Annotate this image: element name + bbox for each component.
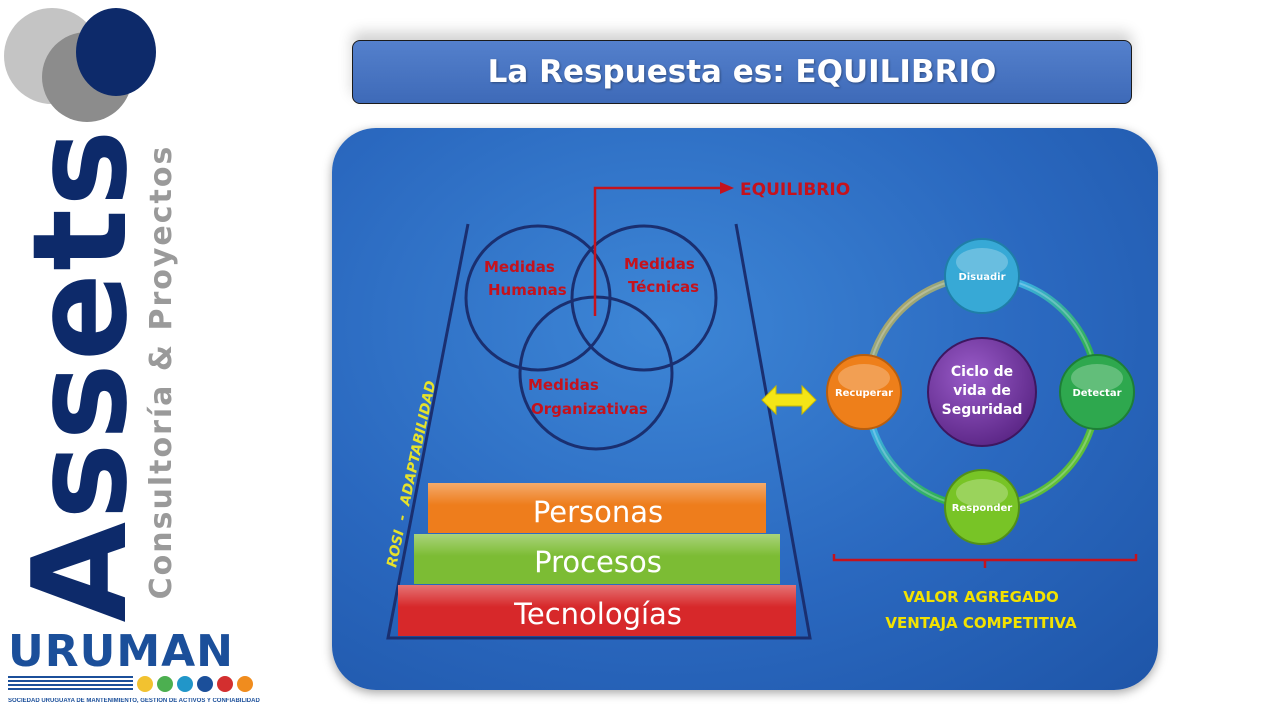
- cycle-center-line3: Seguridad: [942, 402, 1023, 418]
- logo-circle-navy: [76, 8, 156, 96]
- uruman-stripes: [8, 676, 133, 692]
- uruman-service-icon: [217, 676, 233, 692]
- node-responder-label: Responder: [952, 503, 1013, 514]
- equilibrio-arrow: [593, 186, 722, 316]
- venn-circle-organizativas: [518, 295, 674, 451]
- node-recuperar: [826, 354, 902, 430]
- slide-title: La Respuesta es: EQUILIBRIO: [487, 54, 997, 90]
- uruman-subtitle: SOCIEDAD URUGUAYA DE MANTENIMIENTO, GEST…: [8, 698, 260, 704]
- uruman-service-icon: [197, 676, 213, 692]
- layer-tecnologias-label: Tecnologías: [513, 597, 682, 631]
- funnel-outline: [386, 223, 812, 640]
- uruman-service-icon: [237, 676, 253, 692]
- cycle-center-circle: [927, 337, 1037, 447]
- label-tecnicas-2: Técnicas: [628, 278, 699, 296]
- label-humanas-1: Medidas: [484, 258, 555, 276]
- node-disuadir-label: Disuadir: [958, 272, 1005, 283]
- node-disuadir: [944, 238, 1020, 314]
- layer-personas-label: Personas: [533, 495, 663, 529]
- equilibrio-arrowhead: [720, 182, 734, 194]
- slide-title-bar: La Respuesta es: EQUILIBRIO: [352, 40, 1132, 104]
- uruman-service-icon: [137, 676, 153, 692]
- node-detectar-label: Detectar: [1072, 388, 1121, 399]
- diagram-panel: EQUILIBRIO Medidas Humanas Medidas Técni…: [332, 128, 1158, 690]
- uruman-icon-row: [137, 676, 253, 692]
- venn-circle-tecnicas: [570, 224, 718, 372]
- value-line-2: VENTAJA COMPETITIVA: [885, 614, 1077, 632]
- node-recuperar-label: Recuperar: [835, 388, 893, 399]
- node-detectar: [1059, 354, 1135, 430]
- assets-logo: Assets Consultoría & Proyectos: [0, 0, 300, 720]
- assets-brand-text: Assets: [4, 127, 156, 623]
- node-responder: [944, 469, 1020, 545]
- value-line-1: VALOR AGREGADO: [903, 588, 1059, 606]
- uruman-name: URUMAN: [8, 626, 234, 677]
- double-arrow: [761, 384, 817, 416]
- label-tecnicas-1: Medidas: [624, 255, 695, 273]
- cycle-center-line1: Ciclo de: [951, 364, 1013, 380]
- uruman-service-icon: [177, 676, 193, 692]
- label-humanas-2: Humanas: [488, 281, 567, 299]
- label-organizativas-1: Medidas: [528, 376, 599, 394]
- label-organizativas-2: Organizativas: [531, 400, 648, 418]
- uruman-service-icon: [157, 676, 173, 692]
- diagram-svg: EQUILIBRIO Medidas Humanas Medidas Técni…: [384, 180, 1138, 640]
- layer-procesos-label: Procesos: [534, 545, 662, 579]
- cycle-center-line2: vida de: [953, 383, 1011, 399]
- equilibrio-label: EQUILIBRIO: [740, 180, 850, 200]
- value-brace: [832, 554, 1138, 568]
- assets-tagline: Consultoría & Proyectos: [144, 144, 179, 600]
